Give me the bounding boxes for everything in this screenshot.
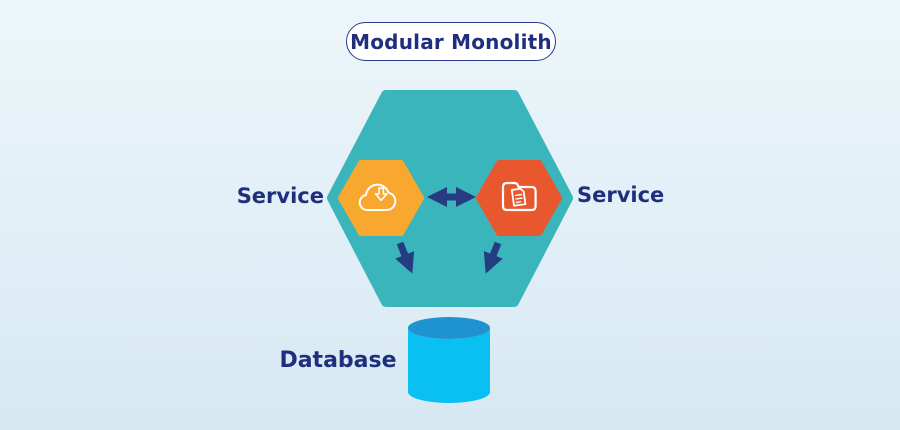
service-left-label: Service [236, 184, 324, 208]
service-left-hexagon [338, 160, 424, 236]
database-cylinder-top [408, 317, 490, 339]
folder-document-icon [501, 181, 537, 212]
service-left-to-database-arrow [395, 241, 415, 274]
title-text: Modular Monolith [350, 29, 552, 54]
database-label: Database [279, 348, 397, 373]
database-cylinder-body [408, 328, 490, 403]
title-badge: Modular Monolith [346, 22, 556, 61]
database-cylinder [408, 317, 490, 403]
cloud-download-icon [358, 183, 397, 211]
service-right-to-database-arrow [483, 241, 503, 274]
service-right-label: Service [577, 183, 665, 207]
